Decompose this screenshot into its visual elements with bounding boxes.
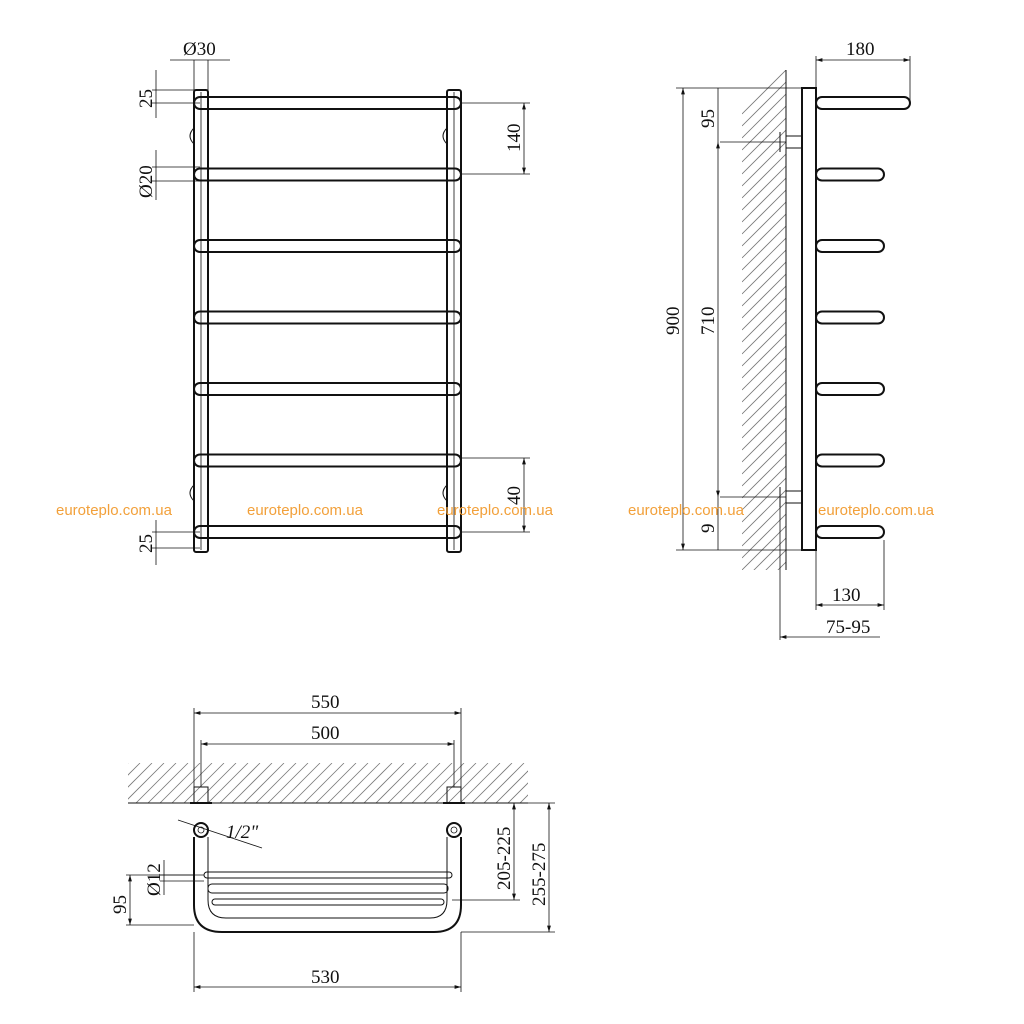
watermark-2: euroteplo.com.ua bbox=[247, 502, 364, 519]
watermarks: euroteplo.com.ua euroteplo.com.ua eurote… bbox=[56, 502, 935, 519]
side-rung-1 bbox=[815, 96, 911, 110]
top-rung-bar-2 bbox=[207, 883, 449, 894]
front-rung-4 bbox=[193, 310, 462, 325]
side-rung-5 bbox=[815, 382, 885, 396]
front-mount-top-left bbox=[189, 127, 195, 145]
side-rung-6 bbox=[815, 453, 885, 468]
front-rung-7 bbox=[193, 525, 462, 539]
side-rung-2 bbox=[815, 167, 885, 182]
top-dim-overall-width: 550 bbox=[311, 692, 340, 713]
front-mount-bottom-right bbox=[442, 484, 448, 502]
top-wall-hatch bbox=[128, 763, 528, 804]
watermark-3: euroteplo.com.ua bbox=[437, 502, 554, 519]
top-dim-total-depth: 255-275 bbox=[529, 843, 550, 906]
side-wall-hatch bbox=[742, 70, 787, 570]
front-dim-bottom-offset: 25 bbox=[136, 534, 157, 553]
side-rung-4 bbox=[815, 310, 885, 325]
top-rung-bar-3 bbox=[211, 898, 445, 906]
front-rung-2 bbox=[193, 167, 462, 182]
top-connection-right bbox=[446, 822, 462, 838]
front-rung-5 bbox=[193, 382, 462, 396]
watermark-5: euroteplo.com.ua bbox=[818, 502, 935, 519]
watermark-1: euroteplo.com.ua bbox=[56, 502, 173, 519]
front-dim-rung-diameter: Ø20 bbox=[136, 165, 157, 198]
watermark-4: euroteplo.com.ua bbox=[628, 502, 745, 519]
side-dim-bottom-connection: 9 bbox=[698, 524, 719, 534]
front-rung-6 bbox=[193, 453, 462, 468]
top-rung-bar-1 bbox=[203, 871, 453, 879]
front-dim-bottom-gap: 40 bbox=[504, 486, 525, 505]
top-dim-bar-height: 95 bbox=[110, 895, 131, 914]
front-mount-bottom-left bbox=[189, 484, 195, 502]
front-mount-top-right bbox=[442, 127, 448, 145]
front-dim-rung-pitch: 140 bbox=[504, 124, 525, 153]
side-rung-7 bbox=[815, 525, 885, 539]
top-connection-left bbox=[193, 822, 209, 838]
side-rungs bbox=[815, 96, 911, 539]
side-vertical-pipe bbox=[801, 87, 817, 551]
side-rung-3 bbox=[815, 239, 885, 253]
top-dim-center-distance: 500 bbox=[311, 723, 340, 744]
side-view: 180 900 710 95 9 130 75-95 bbox=[663, 39, 911, 640]
top-dim-thread: 1/2" bbox=[226, 822, 259, 843]
top-fitting-left bbox=[193, 786, 209, 804]
side-dim-top-connection: 95 bbox=[698, 109, 719, 128]
top-dim-bottom-width: 530 bbox=[311, 967, 340, 988]
front-dim-pipe-diameter: Ø30 bbox=[183, 39, 216, 60]
top-rail-inner bbox=[207, 837, 448, 919]
side-bottom-fitting bbox=[720, 487, 803, 507]
front-rung-3 bbox=[193, 239, 462, 253]
side-dim-height: 900 bbox=[663, 307, 684, 336]
front-view: Ø30 25 Ø20 140 40 25 bbox=[136, 39, 530, 565]
top-dim-wall-offset: 205-225 bbox=[494, 827, 515, 890]
side-dim-depth: 180 bbox=[846, 39, 875, 60]
front-rung-1 bbox=[193, 96, 462, 110]
side-dim-wall-distance: 75-95 bbox=[826, 617, 870, 638]
front-dim-top-offset: 25 bbox=[136, 89, 157, 108]
top-rail-outer bbox=[193, 837, 462, 933]
side-dim-connection-spacing: 710 bbox=[698, 307, 719, 336]
side-top-fitting bbox=[720, 132, 803, 152]
side-dim-rung-length: 130 bbox=[832, 585, 861, 606]
top-dim-bar-diameter: Ø12 bbox=[144, 863, 165, 896]
front-rungs bbox=[193, 96, 462, 539]
top-view: 550 500 1/2" Ø12 95 205-225 255-275 530 bbox=[110, 692, 555, 992]
